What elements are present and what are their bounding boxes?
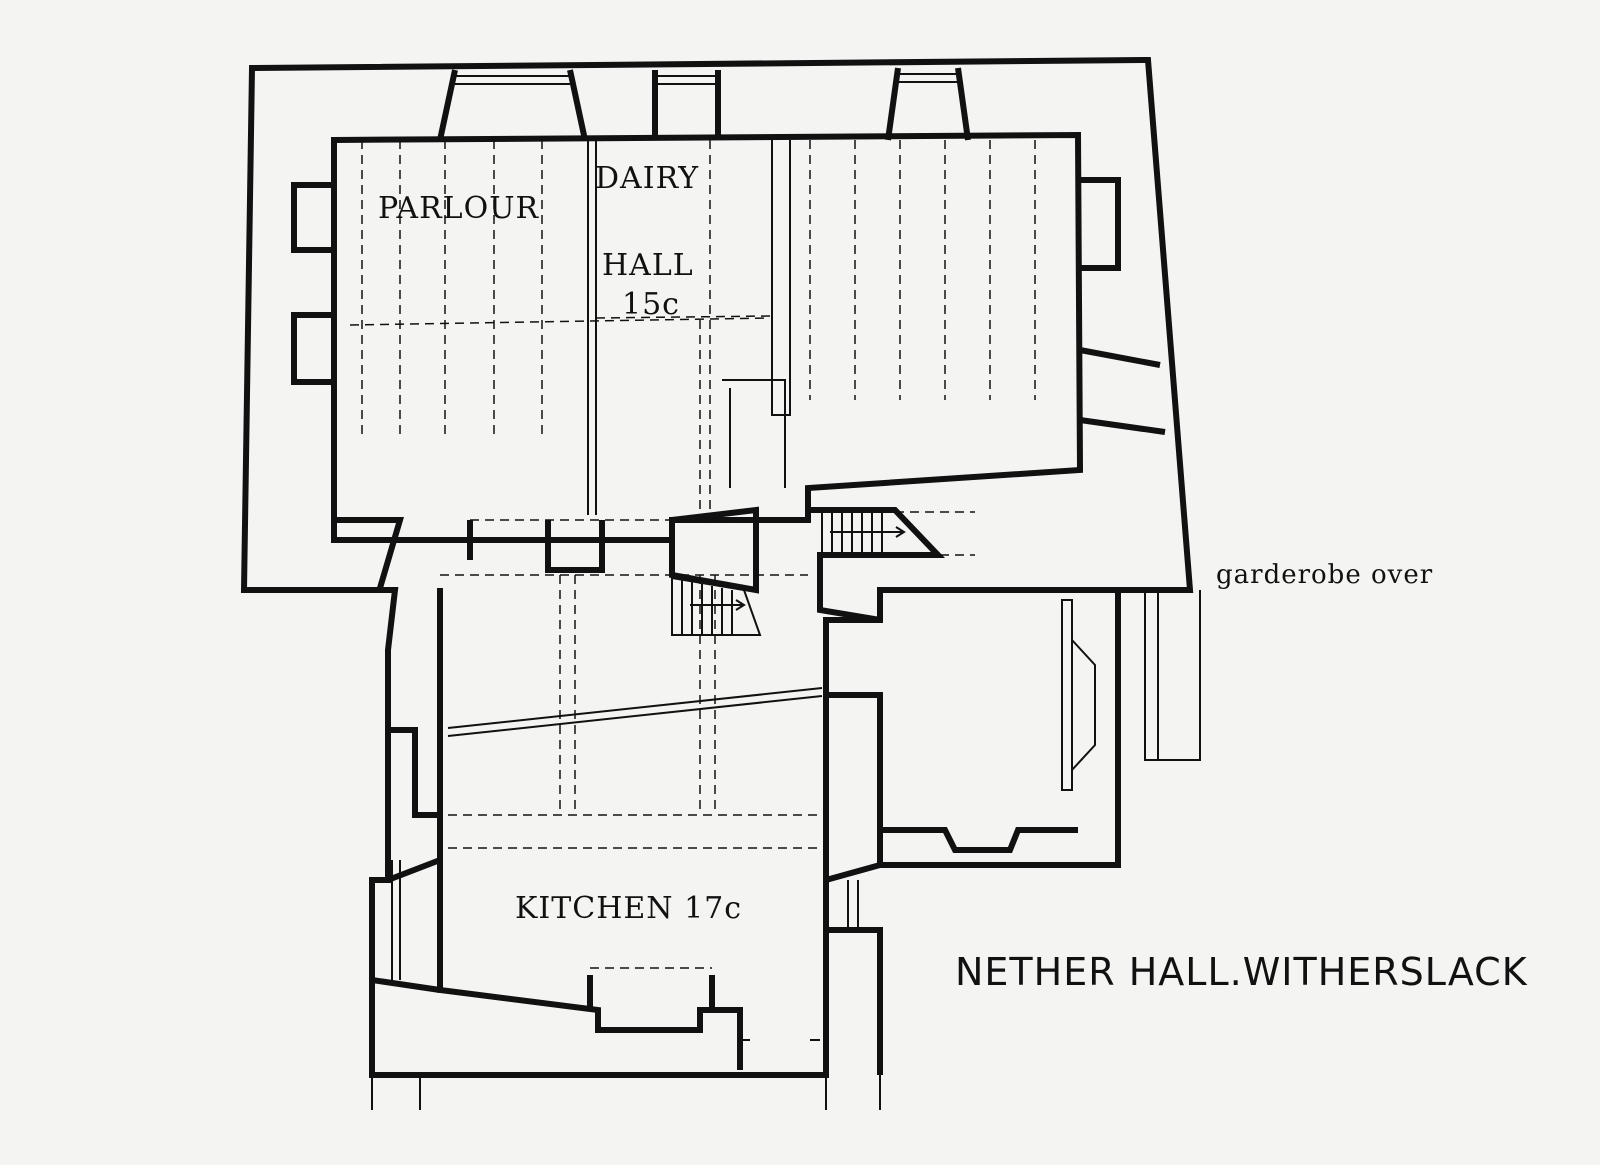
annex-walls: [880, 587, 1201, 868]
plan-title: NETHER HALL.WITHERSLACK: [955, 950, 1528, 994]
kitchen-walls: [371, 588, 883, 1110]
outer-walls: [240, 56, 1194, 1078]
kitchen-label: KITCHEN 17c: [515, 891, 742, 926]
dairy-label: DAIRY: [595, 161, 699, 196]
stairs: [671, 511, 941, 636]
ceiling-joists: [349, 140, 1036, 969]
parlour-label: PARLOUR: [378, 191, 539, 226]
garderobe-label: garderobe over: [1216, 560, 1433, 590]
room-labels: PARLOUR DAIRY HALL 15c KITCHEN 17c garde…: [378, 161, 1528, 994]
hall-label: HALL: [602, 248, 694, 283]
hall-date-label: 15c: [622, 287, 680, 322]
